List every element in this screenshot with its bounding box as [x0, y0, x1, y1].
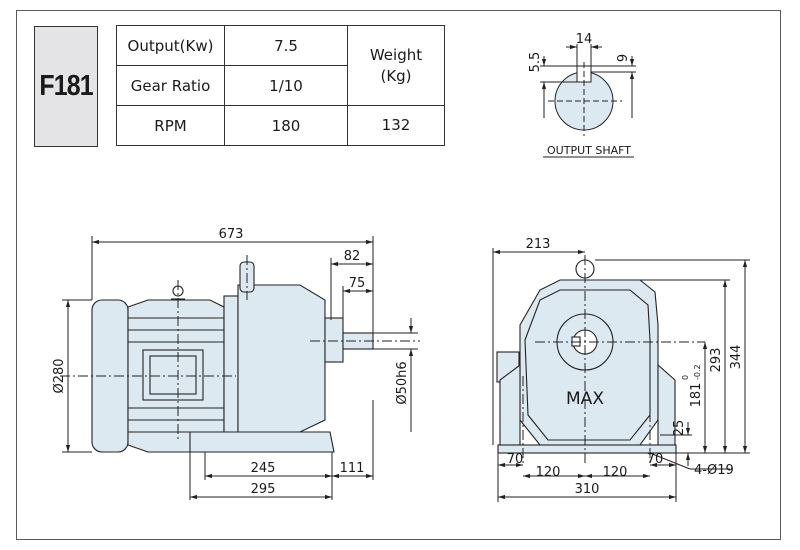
- drawing-frame: [16, 10, 781, 540]
- weight-value: 132: [347, 105, 445, 146]
- motor-flange: [223, 295, 239, 449]
- output-value: 7.5: [224, 25, 348, 66]
- output-label: Output(Kw): [116, 25, 225, 66]
- side-dim-82: 82: [344, 249, 361, 264]
- terminal-box-inner: [149, 355, 197, 395]
- side-dim-shaft-dia: Ø50h6: [395, 361, 410, 404]
- front-base: [497, 444, 677, 454]
- output-shaft-caption: OUTPUT SHAFT: [547, 144, 631, 157]
- weight-label-line1: Weight: [369, 45, 423, 64]
- front-view: [496, 259, 677, 454]
- gearbox-body: [237, 284, 326, 433]
- side-dim-295: 295: [251, 482, 276, 497]
- front-dim-344: 344: [729, 345, 744, 370]
- side-dimension-lines: [62, 236, 418, 500]
- front-dim-70-left: 70: [507, 452, 524, 467]
- front-dimension-lines: [492, 248, 750, 502]
- front-dim-70-right: 70: [647, 452, 664, 467]
- output-shaft-detail: [540, 44, 636, 136]
- side-dim-75: 75: [349, 276, 366, 291]
- side-dim-111: 111: [340, 461, 365, 476]
- weight-label-line2: (Kg): [380, 66, 412, 85]
- side-dim-245: 245: [251, 461, 276, 476]
- front-dim-181: 181: [689, 383, 704, 408]
- front-dim-holes: 4-Ø19: [694, 463, 734, 478]
- spec-row-output: Output(Kw) 7.5 Weight (Kg): [116, 25, 445, 106]
- front-dim-120-right: 120: [603, 465, 628, 480]
- model-box: F181: [34, 26, 98, 147]
- front-dim-181-tol-lower: -0.2: [693, 364, 702, 380]
- front-dim-120-left: 120: [536, 465, 561, 480]
- weight-label: Weight (Kg): [347, 25, 445, 106]
- shaft-dim-left: 5.5: [528, 52, 543, 73]
- shaft-boss: [324, 317, 344, 363]
- spec-row-rpm: RPM 180 132: [116, 105, 445, 146]
- side-base: [189, 431, 335, 453]
- side-centerlines: [60, 255, 420, 440]
- shaft-dim-width: 14: [576, 32, 593, 47]
- model-label: F181: [39, 70, 93, 102]
- spec-row-gear: Gear Ratio 1/10: [116, 65, 445, 106]
- front-dim-213: 213: [526, 237, 551, 252]
- side-dim-673: 673: [219, 227, 244, 242]
- side-dim-motor-dia: Ø280: [52, 358, 67, 393]
- shaft-dim-right: 9: [616, 54, 631, 62]
- spec-table: Output(Kw) 7.5 Weight (Kg) Gear Ratio 1/…: [116, 25, 445, 146]
- front-centerlines: [522, 255, 705, 465]
- front-dim-310: 310: [575, 482, 600, 497]
- gear-ratio-value: 1/10: [224, 65, 348, 106]
- front-dim-25: 25: [672, 420, 687, 437]
- front-dim-181-tol-upper: 0: [681, 375, 690, 380]
- front-dim-293: 293: [709, 348, 724, 373]
